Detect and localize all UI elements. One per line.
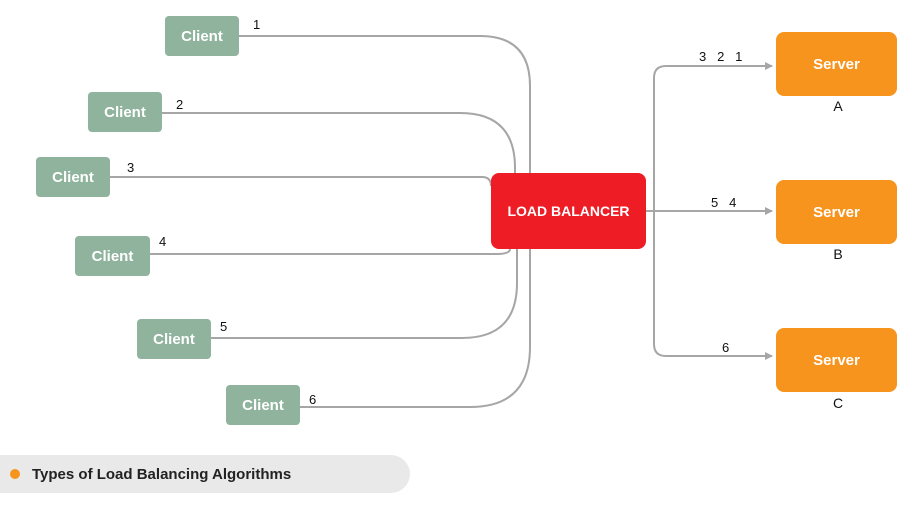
client-5: Client bbox=[137, 319, 211, 359]
server-b: Server bbox=[776, 180, 897, 244]
caption-text: Types of Load Balancing Algorithms bbox=[32, 465, 292, 483]
client-4-number: 4 bbox=[159, 234, 167, 249]
wire-client-5 bbox=[211, 249, 518, 339]
client-3: Client bbox=[36, 157, 110, 197]
wire-client-3 bbox=[110, 176, 492, 187]
client-2: Client bbox=[88, 92, 162, 132]
wire-server-c bbox=[653, 211, 773, 360]
server-c-label: C bbox=[832, 395, 844, 411]
client-1: Client bbox=[165, 16, 239, 56]
wire-client-1 bbox=[239, 35, 531, 173]
wire-client-2 bbox=[162, 112, 516, 173]
client-4: Client bbox=[75, 236, 150, 276]
caption-bar: Types of Load Balancing Algorithms bbox=[0, 455, 410, 493]
server-b-requests: 5 4 bbox=[711, 195, 737, 210]
client-5-number: 5 bbox=[220, 319, 228, 334]
client-2-number: 2 bbox=[176, 97, 184, 112]
client-1-number: 1 bbox=[253, 17, 261, 32]
client-6-number: 6 bbox=[309, 392, 317, 407]
server-c: Server bbox=[776, 328, 897, 392]
client-3-number: 3 bbox=[127, 160, 135, 175]
wire-server-a bbox=[646, 62, 773, 212]
wire-client-6 bbox=[300, 249, 531, 408]
wire-client-4 bbox=[150, 248, 511, 255]
client-6: Client bbox=[226, 385, 300, 425]
server-b-label: B bbox=[833, 246, 843, 262]
load-balancer-box: LOAD BALANCER bbox=[491, 173, 646, 249]
server-c-requests: 6 bbox=[722, 340, 730, 355]
server-a-label: A bbox=[833, 98, 843, 114]
server-a-requests: 3 2 1 bbox=[699, 49, 743, 64]
server-a: Server bbox=[776, 32, 897, 96]
bullet-dot-icon bbox=[10, 469, 20, 479]
